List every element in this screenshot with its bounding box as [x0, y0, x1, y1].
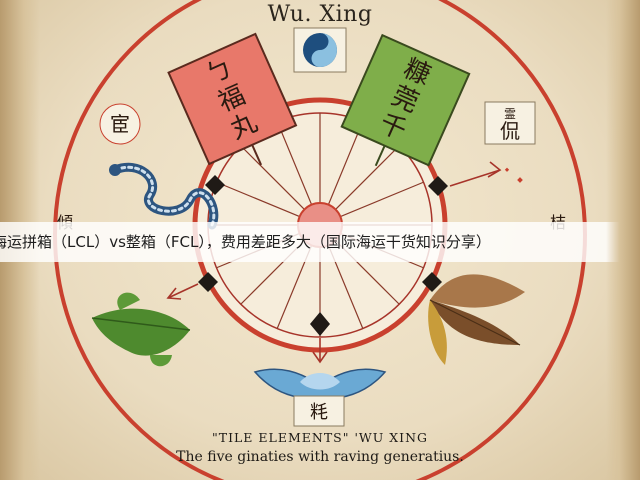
caption-subtitle: The five ginaties with raving generatius…	[176, 449, 464, 465]
label-top-right-a: 霊	[504, 107, 516, 121]
label-box-top-right	[484, 101, 536, 145]
banner-right	[340, 33, 471, 167]
lotus-icon	[253, 368, 387, 400]
cycle-arrows	[166, 161, 502, 364]
sparkle-marks	[504, 167, 523, 183]
label-badge-left	[99, 103, 141, 145]
feather-icon	[428, 274, 525, 365]
yin-yang-icon	[293, 27, 347, 73]
leaf-icon	[91, 292, 191, 367]
diamond-right	[428, 176, 448, 196]
diamond-bottom	[310, 312, 330, 336]
snake-icon	[109, 162, 219, 230]
label-box-bottom	[293, 395, 345, 427]
arrow-left	[167, 283, 199, 299]
diamond-lower-left	[198, 272, 218, 292]
banner-left	[167, 32, 298, 166]
label-bottom: 粍	[310, 402, 328, 423]
overlay-banner-text[interactable]: 海运拼箱（LCL）vs整箱（FCL），费用差距多大（国际海运干货知识分享）	[0, 222, 640, 262]
page-title: Wu. Xing	[267, 2, 373, 27]
diamond-lower-right	[422, 272, 442, 292]
diamond-left	[205, 175, 225, 195]
arrow-right	[449, 169, 501, 187]
label-left: 宦	[110, 112, 130, 136]
wheel-diamonds	[198, 175, 448, 336]
label-top-right-b: 侃	[500, 119, 520, 143]
caption-heading: "TILE ELEMENTS" 'WU XING	[211, 430, 428, 445]
